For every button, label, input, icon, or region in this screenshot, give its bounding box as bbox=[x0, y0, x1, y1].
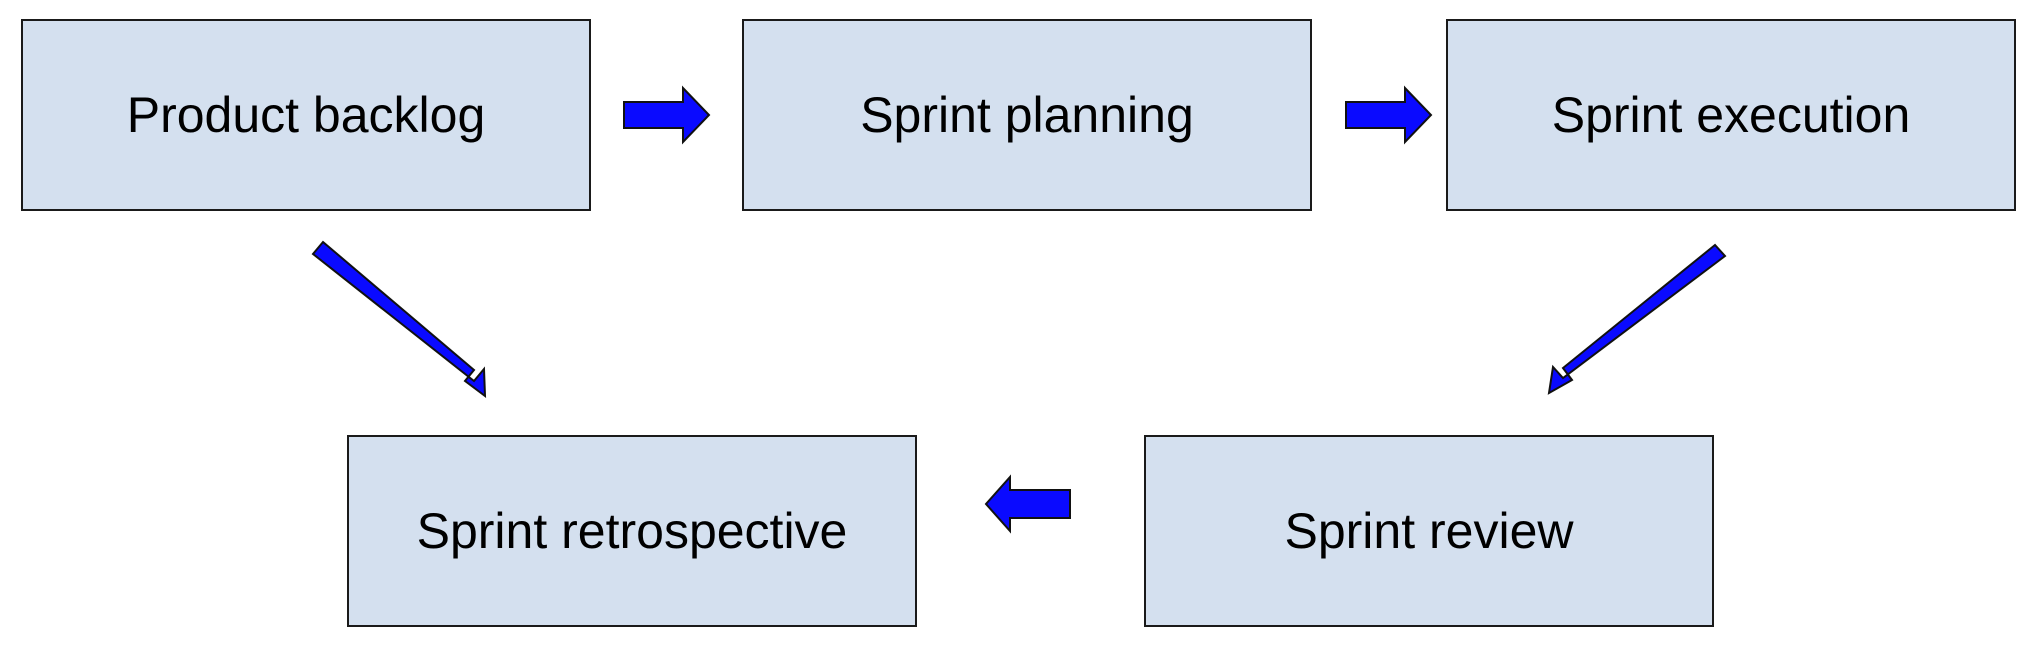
arrow-execution-to-review bbox=[1547, 243, 1727, 395]
arrow-planning-to-execution bbox=[1345, 85, 1433, 145]
node-product-backlog: Product backlog bbox=[21, 19, 591, 211]
node-label: Sprint execution bbox=[1551, 87, 1911, 143]
node-sprint-planning: Sprint planning bbox=[742, 19, 1312, 211]
arrow-review-to-retro bbox=[984, 474, 1071, 534]
node-label: Sprint retrospective bbox=[416, 503, 848, 559]
node-label: Sprint review bbox=[1284, 503, 1574, 559]
node-label: Product backlog bbox=[126, 87, 486, 143]
arrow-backlog-to-planning bbox=[623, 85, 711, 145]
node-label: Sprint planning bbox=[860, 87, 1194, 143]
node-sprint-retrospective: Sprint retrospective bbox=[347, 435, 917, 627]
node-sprint-review: Sprint review bbox=[1144, 435, 1714, 627]
node-sprint-execution: Sprint execution bbox=[1446, 19, 2016, 211]
arrow-backlog-to-retro bbox=[311, 240, 487, 399]
